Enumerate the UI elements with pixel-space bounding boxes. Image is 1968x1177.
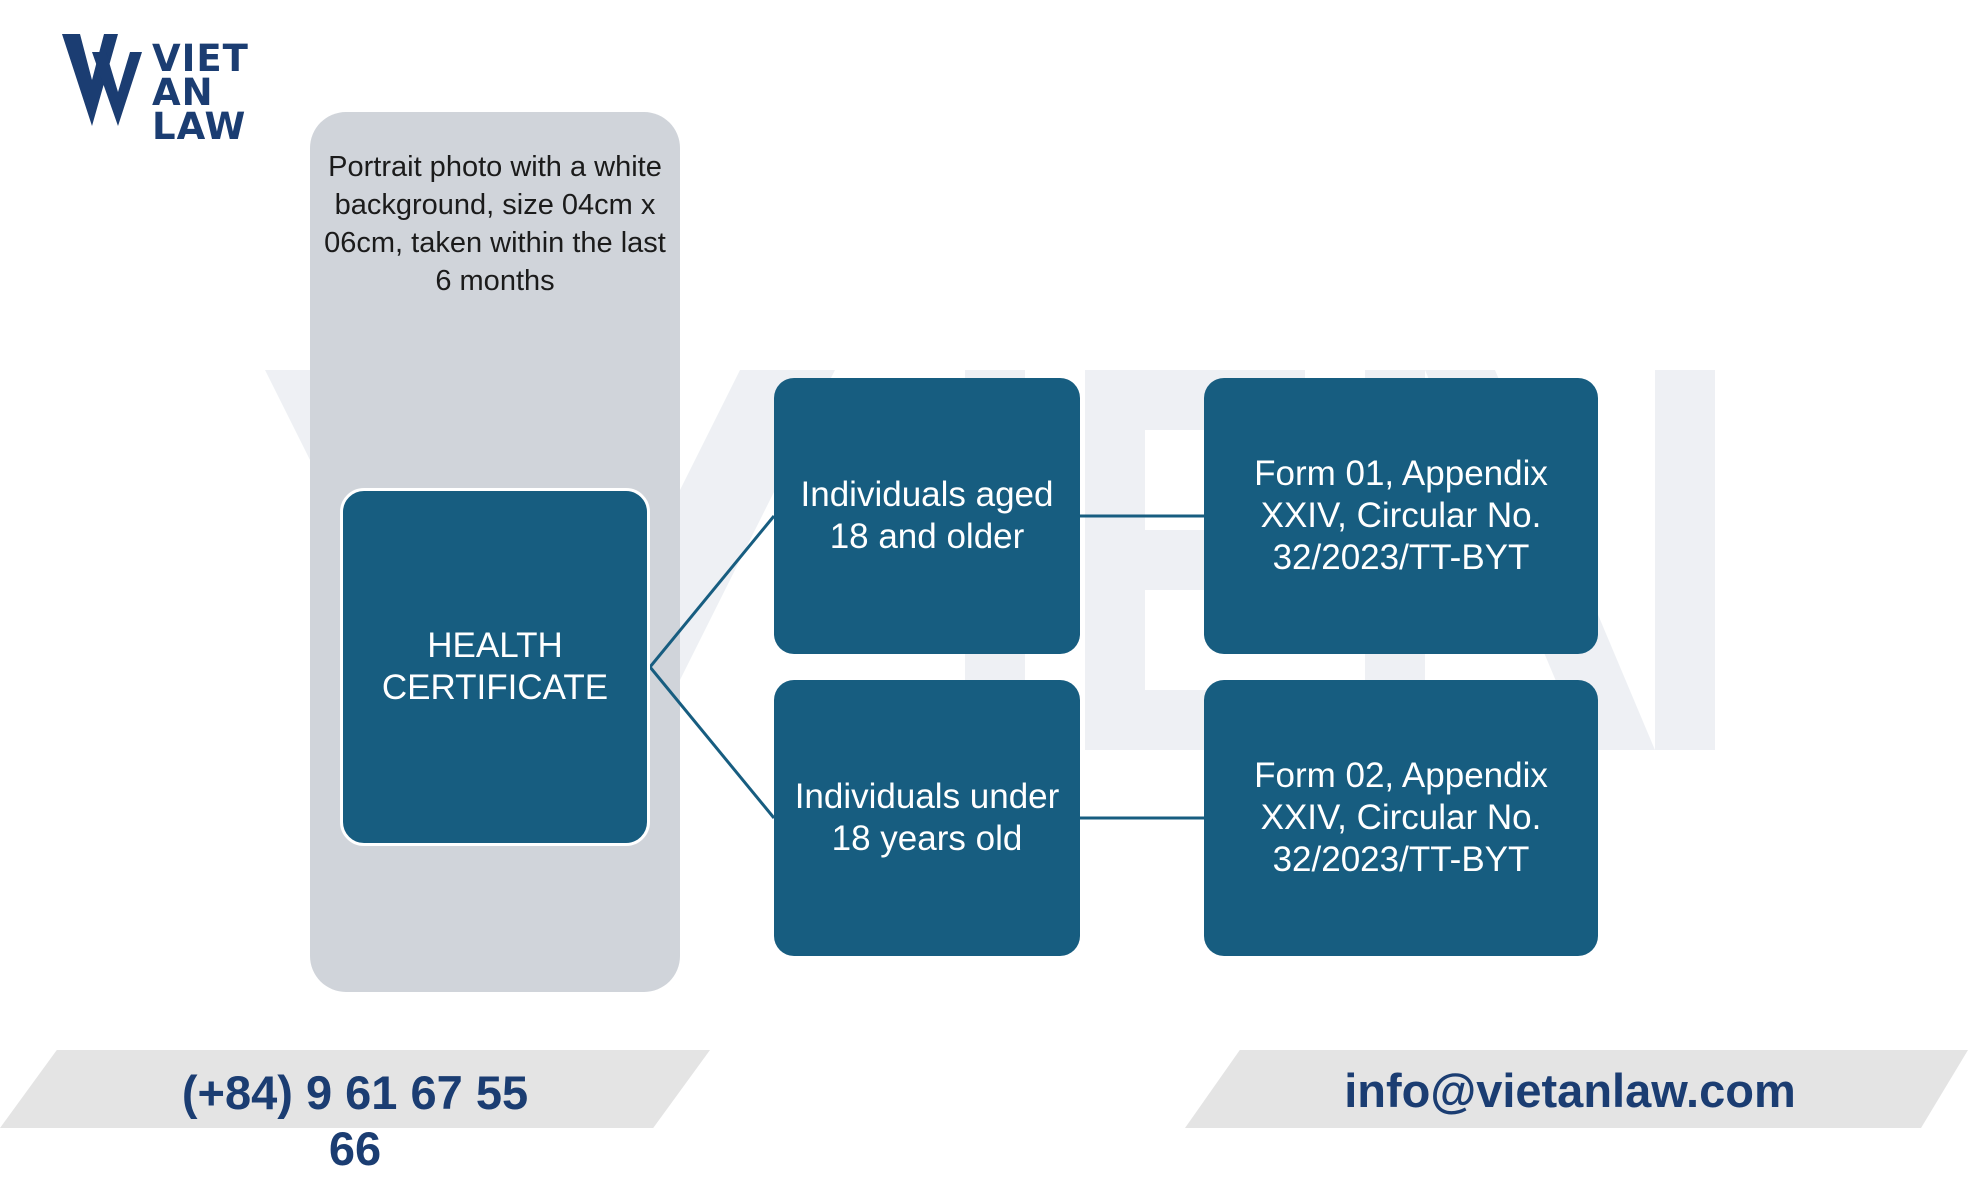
- photo-requirement-text: Portrait photo with a white background, …: [324, 151, 666, 297]
- company-logo: VIET AN LAW: [62, 34, 322, 145]
- connector-lines: [648, 514, 1204, 820]
- form-01-label: Form 01, Appendix XXIV, Circular No. 32/…: [1254, 454, 1548, 577]
- footer-phone-strip: [0, 1050, 710, 1128]
- branch-adult-node: Individuals aged 18 and older: [774, 378, 1080, 654]
- health-certificate-node: HEALTH CERTIFICATE: [340, 488, 650, 846]
- health-certificate-label: HEALTH CERTIFICATE: [381, 626, 609, 707]
- logo-line1: VIET AN: [152, 37, 249, 114]
- logo-wordmark: VIET AN LAW: [152, 37, 322, 148]
- logo-mark-icon: [62, 34, 142, 126]
- form-02-label: Form 02, Appendix XXIV, Circular No. 32/…: [1254, 756, 1548, 879]
- connector-main-to-adult: [648, 515, 776, 668]
- branch-minor-node: Individuals under 18 years old: [774, 680, 1080, 956]
- logo-line2: LAW: [152, 105, 247, 148]
- branch-adult-label: Individuals aged 18 and older: [800, 475, 1054, 556]
- connector-main-to-minor: [648, 666, 776, 819]
- form-02-node: Form 02, Appendix XXIV, Circular No. 32/…: [1204, 680, 1598, 956]
- footer-email[interactable]: info@vietanlaw.com: [1344, 1064, 1796, 1117]
- footer-email-strip: [1185, 1050, 1968, 1128]
- branch-minor-label: Individuals under 18 years old: [794, 777, 1060, 858]
- form-01-node: Form 01, Appendix XXIV, Circular No. 32/…: [1204, 378, 1598, 654]
- footer-phone[interactable]: (+84) 9 61 67 55 66: [181, 1066, 529, 1175]
